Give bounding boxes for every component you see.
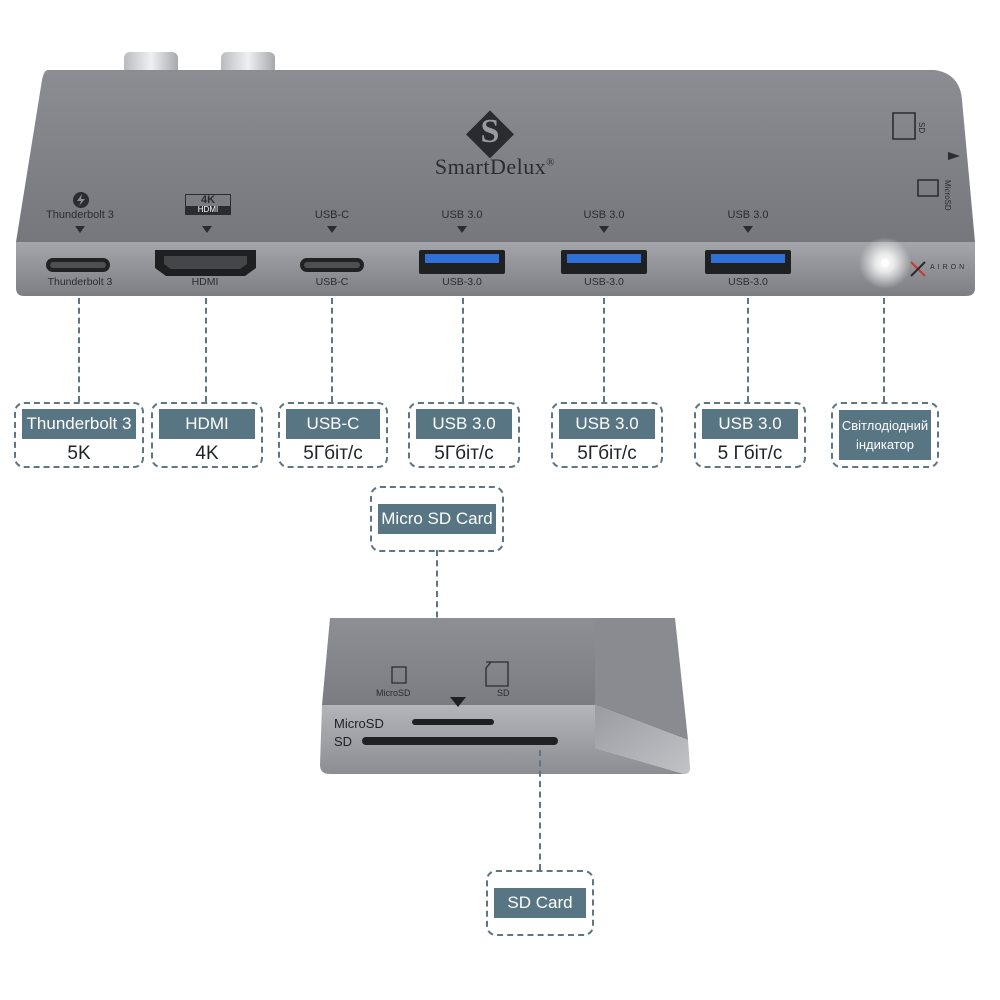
arrow-down-icon [202, 226, 212, 233]
callout-usb3-1: USB 3.0 5Гбіт/с [408, 402, 520, 468]
reader-slot-sd-label: SD [334, 734, 353, 749]
svg-text:S: S [481, 113, 500, 150]
callout-value: 5 Гбіт/с [717, 443, 783, 464]
usb-3-port-2 [561, 250, 647, 274]
connector-line [883, 298, 885, 402]
microsd-slot [412, 719, 494, 725]
airon-logo-icon [910, 261, 926, 277]
connector-line [747, 298, 749, 402]
callout-title: Світлодіодний індикатор [839, 410, 931, 460]
airon-logo-text: AIRON [930, 264, 968, 271]
sd-side-label: SD [917, 122, 926, 134]
port-top-label-usb-c: USB-C [314, 209, 350, 221]
callout-usb3-2: USB 3.0 5Гбіт/с [551, 402, 663, 468]
badge-hdmi-text: HDMI [186, 206, 230, 214]
hdmi-4k-badge: 4K HDMI [185, 194, 231, 215]
hub-body [16, 70, 975, 242]
callout-title: Micro SD Card [378, 504, 496, 534]
sd-slot [362, 737, 558, 745]
callout-value: 5Гбіт/с [577, 443, 637, 464]
connector-line [539, 750, 541, 870]
microsd-card-icon [391, 666, 407, 684]
slot-arrow-icon [450, 697, 466, 707]
callout-usb3-3: USB 3.0 5 Гбіт/с [694, 402, 806, 468]
port-bottom-label-usb-c: USB-C [315, 276, 349, 288]
arrow-down-icon [743, 226, 753, 233]
port-bottom-label-usb3-2: USB-3.0 [584, 276, 624, 288]
callout-micro-sd: Micro SD Card [370, 486, 504, 552]
callout-usb-c: USB-C 5Гбіт/с [278, 402, 388, 468]
microsd-side-label: MicroSD [943, 180, 952, 211]
badge-4k-text: 4K [200, 194, 216, 206]
microsd-slot-icon [917, 179, 939, 197]
sd-slot-icon [892, 112, 916, 140]
sd-card-icon [485, 661, 509, 687]
callout-thunderbolt: Thunderbolt 3 5K [14, 402, 144, 468]
usb-3-port-3 [705, 250, 791, 274]
callout-title: HDMI [159, 409, 255, 439]
port-top-label-usb3-2: USB 3.0 [583, 209, 625, 221]
port-bottom-label-thunderbolt: Thunderbolt 3 [47, 276, 113, 288]
port-top-label-thunderbolt: Thunderbolt 3 [46, 209, 114, 221]
callout-value: 4K [195, 443, 219, 464]
callout-sd-card: SD Card [486, 870, 594, 936]
arrow-down-icon [327, 226, 337, 233]
usb-3-port-1 [419, 250, 505, 274]
callout-value: 5Гбіт/с [303, 443, 363, 464]
callout-title: USB 3.0 [702, 409, 798, 439]
callout-title: USB 3.0 [559, 409, 655, 439]
reader-top-microsd-label: MicroSD [376, 688, 411, 698]
callout-hdmi: HDMI 4K [151, 402, 263, 468]
port-top-label-usb3-3: USB 3.0 [727, 209, 769, 221]
port-top-label-usb3-1: USB 3.0 [441, 209, 483, 221]
smartdelux-logo-icon: S [466, 110, 514, 159]
callout-title: USB 3.0 [416, 409, 512, 439]
reader-top-sd-label: SD [497, 688, 510, 698]
callout-title: USB-C [286, 409, 380, 439]
callout-title: Thunderbolt 3 [22, 409, 136, 439]
connector-line [462, 298, 464, 402]
thunderbolt-icon [73, 192, 89, 208]
callout-value: 5K [67, 443, 91, 464]
port-bottom-label-usb3-3: USB-3.0 [728, 276, 768, 288]
callout-title: SD Card [494, 888, 586, 918]
port-bottom-label-hdmi: HDMI [191, 276, 219, 288]
callout-led-indicator: Світлодіодний індикатор [831, 402, 939, 468]
brand-name: SmartDelux® [434, 154, 556, 179]
connector-line [603, 298, 605, 402]
callout-value: 5Гбіт/с [434, 443, 494, 464]
arrow-down-icon [599, 226, 609, 233]
connector-line [78, 298, 80, 402]
arrow-down-icon [75, 226, 85, 233]
connector-line [331, 298, 333, 402]
hub-illustration: S [16, 52, 975, 296]
reader-slot-microsd-label: MicroSD [334, 716, 384, 731]
connector-line [205, 298, 207, 402]
arrow-down-icon [457, 226, 467, 233]
slot-arrow-icon [948, 152, 960, 160]
card-reader-illustration [320, 618, 690, 774]
port-bottom-label-usb3-1: USB-3.0 [442, 276, 482, 288]
led-indicator [881, 259, 889, 267]
